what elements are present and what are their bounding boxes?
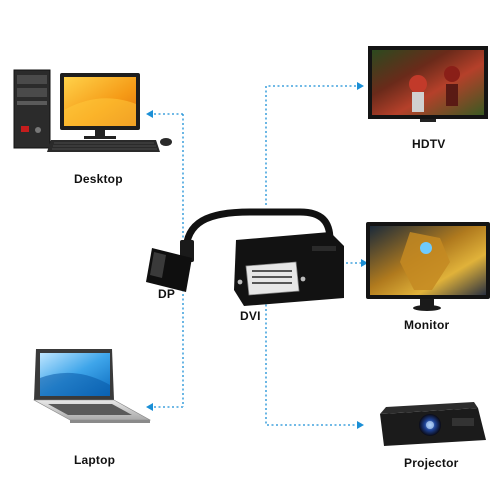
monitor: [366, 222, 490, 311]
desktop-mouse: [160, 138, 172, 146]
label-hdtv: HDTV: [412, 137, 446, 151]
dvi-port: [245, 261, 300, 296]
arrow-hdtv-icon: [357, 82, 364, 90]
label-laptop: Laptop: [74, 453, 116, 467]
desktop-computer: [13, 69, 172, 152]
connector-to-projector: [265, 300, 358, 426]
label-desktop: Desktop: [74, 172, 123, 186]
arrow-projector-icon: [357, 421, 364, 429]
label-projector: Projector: [404, 456, 459, 470]
hdtv: [368, 46, 488, 122]
label-dp: DP: [158, 287, 176, 301]
adapter-cable: [182, 208, 334, 256]
connector-to-hdtv: [265, 85, 358, 205]
projector: [380, 402, 486, 446]
connector-lines: [150, 85, 362, 426]
hdtv-screen: [372, 50, 484, 115]
dp-to-dvi-adapter: [146, 208, 344, 306]
arrow-desktop-icon: [146, 110, 153, 118]
connector-arrows: [146, 82, 368, 429]
label-monitor: Monitor: [404, 318, 450, 332]
arrow-monitor-icon: [361, 259, 368, 267]
arrow-laptop-icon: [146, 403, 153, 411]
laptop-computer: [32, 349, 152, 423]
label-dvi: DVI: [240, 309, 261, 323]
